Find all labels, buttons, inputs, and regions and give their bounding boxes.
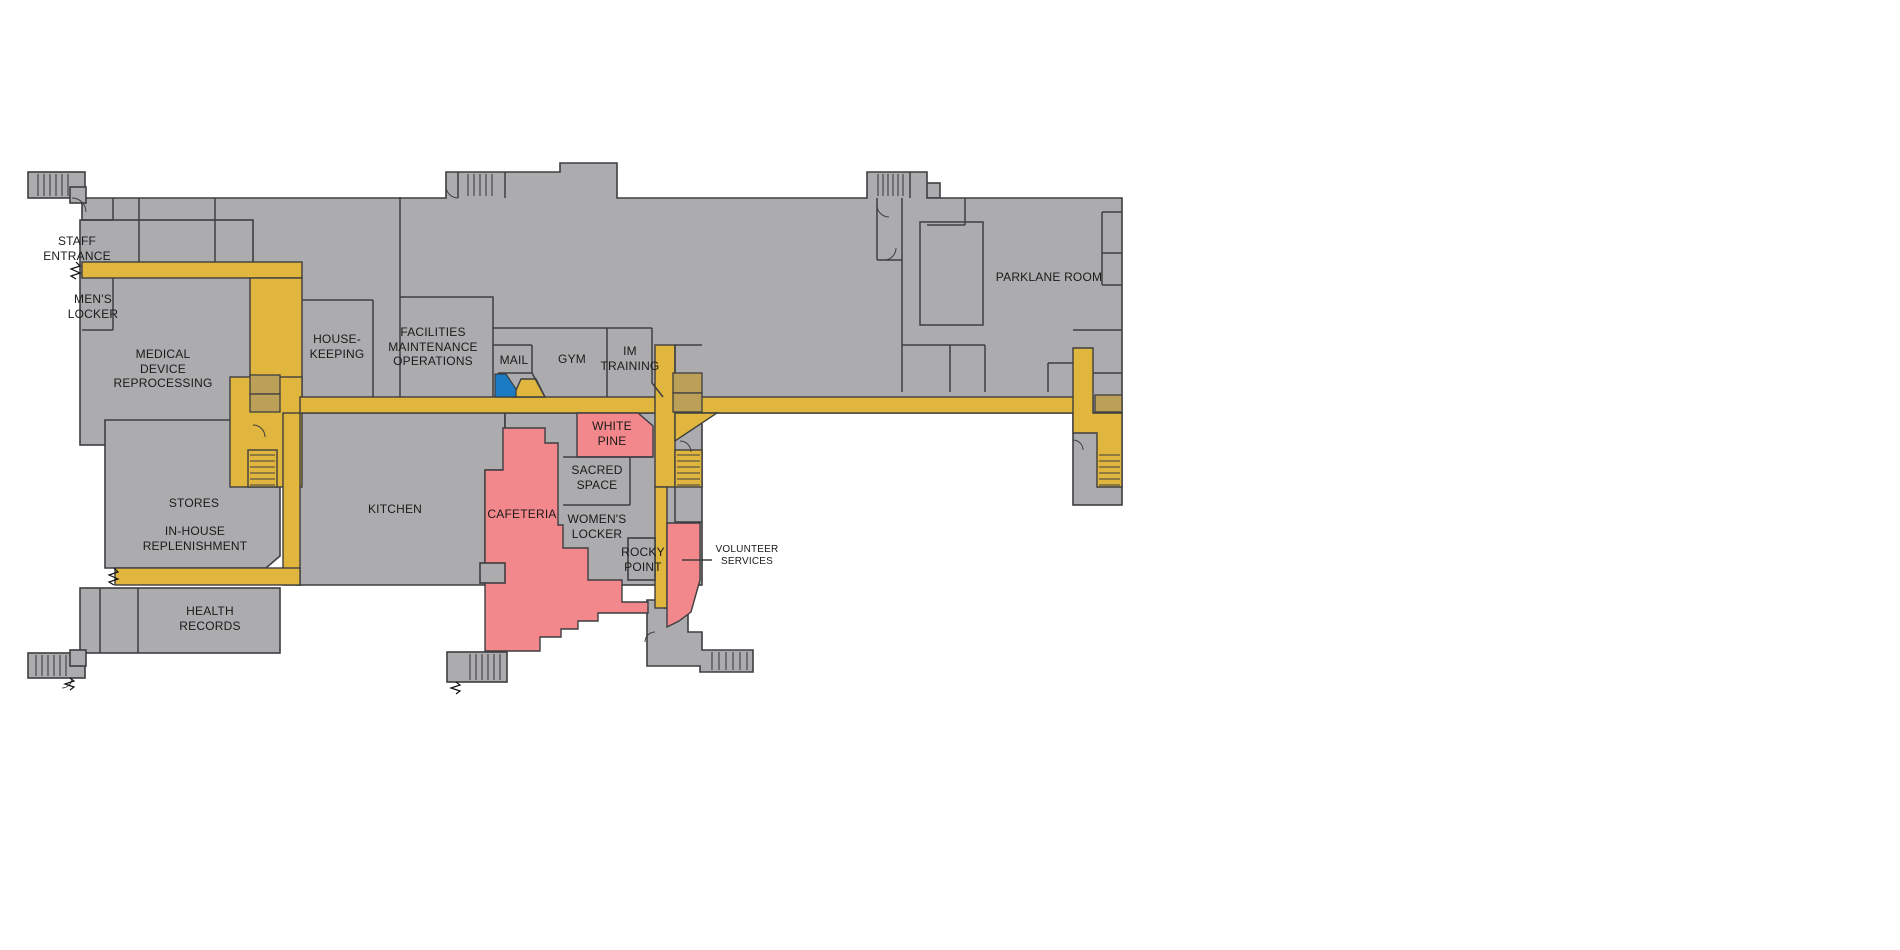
wall-east-edge-rooms — [1101, 211, 1122, 286]
wall-sacred-space — [563, 456, 653, 506]
label-facilities-maintenance-operations: FACILITIES MAINTENANCE OPERATIONS — [388, 325, 478, 369]
wall-top-stair-blocks — [457, 172, 911, 198]
corridor-east-vertical — [1072, 347, 1123, 488]
label-staff-entrance: STAFF ENTRANCE — [43, 234, 111, 263]
interior-walls — [82, 172, 1122, 653]
stairwell-center-core — [674, 449, 703, 488]
elevator-west-2 — [249, 393, 281, 413]
health-records-block — [79, 587, 281, 654]
building-footprint — [27, 162, 1123, 683]
label-gym: GYM — [558, 352, 586, 366]
kitchen-notch — [479, 562, 506, 584]
label-housekeeping: HOUSE- KEEPING — [309, 332, 365, 361]
label-mens-locker: MEN'S LOCKER — [67, 292, 119, 321]
door-symbol-bottom-left — [63, 677, 76, 691]
wall-east-column — [1073, 329, 1122, 374]
wall-room-by-east-corridor — [1047, 362, 1073, 392]
treads-center-core — [677, 454, 700, 486]
label-im-training: IM TRAINING — [600, 344, 660, 373]
label-parklane-room: PARKLANE ROOM — [995, 270, 1103, 284]
elevator-center-2 — [672, 392, 703, 413]
treads-top-right — [877, 174, 904, 196]
wall-parklane-inner-box — [919, 221, 984, 326]
elevator-center-1 — [672, 372, 703, 394]
treads-top-left — [37, 174, 69, 196]
elevator-west-1 — [249, 374, 281, 395]
kitchen-block — [296, 412, 506, 586]
room-white-pine — [576, 412, 654, 458]
label-rocky-point: ROCKY POINT — [621, 545, 665, 574]
medical-device-block — [79, 219, 254, 446]
label-sacred-space: SACRED SPACE — [571, 463, 623, 492]
label-medical-device-reprocessing: MEDICAL DEVICE REPROCESSING — [113, 347, 213, 391]
door-arc-center-core — [679, 440, 692, 453]
wall-upper-left-dividers — [138, 198, 216, 262]
door-arc-east-core — [1072, 439, 1084, 451]
door-symbols — [63, 261, 462, 695]
treads-bottom-right — [711, 652, 748, 670]
door-arc-vestibule — [644, 631, 656, 643]
label-in-house-replenishment: IN-HOUSE REPLENISHMENT — [142, 524, 248, 553]
label-cafeteria: CAFETERIA — [487, 507, 557, 521]
treads-west-core — [250, 454, 275, 486]
stairwell-west-core — [247, 449, 278, 488]
wall-housekeeping — [302, 299, 374, 397]
stair-treads — [35, 174, 1120, 680]
treads-east-core — [1099, 454, 1120, 486]
door-arc-top-left — [71, 197, 87, 213]
wall-north-rooms — [927, 198, 966, 226]
door-arc-top-right — [876, 204, 890, 218]
stair-landing-bottom-left — [69, 649, 87, 667]
highlight-rooms — [479, 412, 701, 652]
south-vestibule-block — [646, 599, 754, 673]
door-symbol-staff-entrance — [69, 261, 82, 280]
blue-location-marker — [494, 373, 517, 398]
elevators — [249, 372, 1123, 413]
wall-mens-locker — [82, 278, 114, 331]
main-upper-block — [81, 162, 1123, 414]
treads-bottom-center — [469, 654, 501, 680]
treads-bottom-left — [35, 655, 67, 676]
label-stores: STORES — [168, 496, 220, 510]
label-white-pine: WHITE PINE — [592, 419, 632, 448]
door-arc-top-middle — [445, 185, 459, 199]
label-kitchen: KITCHEN — [367, 502, 423, 516]
label-mail: MAIL — [499, 353, 529, 367]
label-womens-locker: WOMEN'S LOCKER — [567, 512, 627, 541]
wall-top-left-room — [82, 198, 114, 221]
stairwell-bottom-center — [446, 651, 508, 683]
wall-health-records — [99, 588, 139, 653]
stair-landing-top-left — [69, 186, 87, 204]
corridor-west-lower — [282, 412, 301, 586]
corridor-center-wedge — [674, 412, 720, 443]
door-arc-parklane — [883, 247, 897, 261]
room-volunteer-services — [666, 522, 701, 629]
elevator-east — [1094, 394, 1123, 413]
corridor-staff-entrance — [81, 261, 303, 279]
wall-parklane-south-rooms — [902, 344, 986, 392]
room-cafeteria — [484, 427, 649, 652]
label-health-records: HEALTH RECORDS — [179, 604, 241, 633]
treads-top-middle — [467, 174, 493, 196]
label-volunteer-services: VOLUNTEER SERVICES — [715, 544, 779, 568]
corridors — [81, 261, 1123, 609]
wall-gym-im — [492, 327, 664, 398]
room-rocky-point-box — [627, 537, 656, 581]
door-symbol-southwest — [107, 567, 120, 586]
wall-facilities — [399, 197, 494, 397]
door-symbol-bottom-center — [449, 681, 462, 695]
wall-center-core-rooms — [674, 344, 702, 523]
corridor-southwest — [114, 567, 301, 586]
wall-mail-room — [493, 344, 546, 398]
door-arc-west-core — [252, 424, 266, 438]
